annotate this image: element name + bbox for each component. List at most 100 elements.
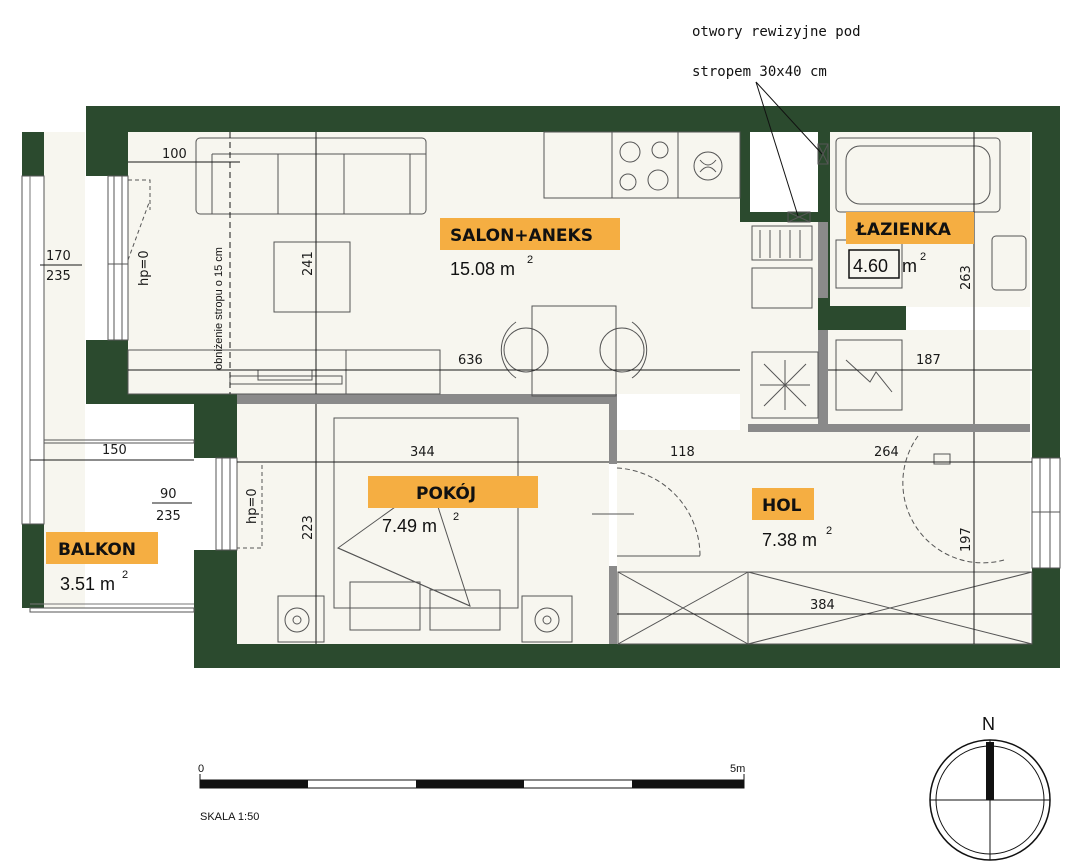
room-area-lazienka: 4.60 bbox=[853, 256, 888, 276]
dimension-labels: 100 241 636 187 263 344 118 264 150 223 … bbox=[102, 147, 974, 613]
kitchen-appliances bbox=[751, 225, 819, 419]
inner-wall-kitchen-bottom bbox=[748, 424, 1030, 432]
tv-cabinet bbox=[127, 349, 441, 395]
room-hol: HOL 7.38 m 2 bbox=[752, 488, 832, 550]
room-area-lazienka-unit: m bbox=[902, 256, 917, 276]
wall-top bbox=[86, 106, 1060, 132]
wall-left-top bbox=[86, 106, 128, 176]
outer-walls bbox=[22, 106, 1060, 668]
dimension-lines bbox=[30, 132, 1032, 644]
side-speakers bbox=[277, 595, 573, 643]
dim-263: 263 bbox=[959, 265, 974, 290]
window2-width: 90 bbox=[160, 487, 177, 502]
dim-150: 150 bbox=[102, 443, 127, 458]
wall-left-mid bbox=[86, 340, 128, 394]
floor-pokoj bbox=[237, 404, 609, 644]
inner-wall-hall-side bbox=[818, 330, 828, 424]
dim-100: 100 bbox=[162, 147, 187, 162]
compass-needle bbox=[986, 742, 994, 800]
wall-kitchen-top bbox=[740, 132, 750, 222]
dim-384: 384 bbox=[810, 598, 835, 613]
room-area-balkon-sup: 2 bbox=[122, 569, 128, 581]
kitchen-counter bbox=[543, 131, 741, 199]
room-label-lazienka: ŁAZIENKA bbox=[855, 220, 952, 240]
furniture bbox=[127, 131, 1033, 645]
scale-bar: 0 5m SKALA 1:50 bbox=[198, 763, 745, 823]
room-label-balkon: BALKON bbox=[58, 540, 136, 560]
window-pokoj bbox=[215, 457, 263, 551]
wall-pokoj-left-top bbox=[194, 394, 237, 458]
note-line-1: otwory rewizyjne pod bbox=[692, 24, 861, 40]
ceiling-lowering-note: obniżenie stropu o 15 cm bbox=[213, 247, 225, 370]
room-labels: SALON+ANEKS 15.08 m 2 ŁAZIENKA 4.60 m 2 … bbox=[46, 212, 974, 594]
sofa bbox=[195, 137, 427, 215]
floor-corridor bbox=[830, 330, 1030, 430]
inner-wall-pokoj-right-bottom bbox=[609, 566, 617, 644]
dim-118: 118 bbox=[670, 445, 695, 460]
room-balkon: BALKON 3.51 m 2 bbox=[46, 532, 158, 594]
north-compass: N bbox=[929, 714, 1051, 861]
window-labels: 170 235 90 235 hp=0 hp=0 bbox=[46, 249, 260, 524]
note-line-2: stropem 30x40 cm bbox=[692, 64, 827, 80]
scale-end: 5m bbox=[730, 763, 745, 775]
dim-264: 264 bbox=[874, 445, 899, 460]
room-area-lazienka-sup: 2 bbox=[920, 251, 926, 263]
compass-north-label: N bbox=[982, 714, 995, 734]
room-area-salon: 15.08 m bbox=[450, 259, 515, 279]
doors bbox=[592, 435, 1005, 564]
room-lazienka: ŁAZIENKA 4.60 m 2 bbox=[846, 212, 974, 279]
room-area-balkon: 3.51 m bbox=[60, 574, 115, 594]
room-area-hol: 7.38 m bbox=[762, 530, 817, 550]
dining-set bbox=[500, 305, 648, 397]
room-area-salon-sup: 2 bbox=[527, 254, 533, 266]
wall-left-corner bbox=[86, 394, 237, 404]
room-area-pokoj-sup: 2 bbox=[453, 511, 459, 523]
label-bg-pokoj bbox=[368, 476, 538, 508]
wall-pokoj-left-bottom bbox=[194, 550, 237, 668]
inner-wall-bath-side bbox=[818, 222, 828, 298]
label-bg-salon bbox=[440, 218, 620, 250]
inner-walls bbox=[237, 222, 1030, 644]
label-bg-balkon bbox=[46, 532, 158, 564]
window1-height: 235 bbox=[46, 269, 71, 284]
hall-wardrobe bbox=[835, 339, 903, 411]
inner-wall-pokoj-top bbox=[237, 394, 617, 404]
wall-right-upper bbox=[1032, 106, 1060, 458]
dim-223: 223 bbox=[301, 515, 316, 540]
window2-sill: hp=0 bbox=[245, 488, 260, 524]
room-label-pokoj: POKÓJ bbox=[416, 482, 476, 504]
dim-241: 241 bbox=[301, 251, 316, 276]
coffee-table bbox=[273, 241, 351, 313]
room-label-salon: SALON+ANEKS bbox=[450, 226, 593, 246]
window1-width: 170 bbox=[46, 249, 71, 264]
note-leader-1 bbox=[755, 81, 823, 155]
window-hol bbox=[1031, 457, 1061, 569]
inner-wall-pokoj-right-top bbox=[609, 394, 617, 464]
label-bg-lazienka bbox=[846, 212, 974, 244]
window1-sill: hp=0 bbox=[137, 250, 152, 286]
bed bbox=[333, 417, 519, 631]
inspection-note: otwory rewizyjne pod stropem 30x40 cm bbox=[692, 24, 861, 217]
room-area-hol-sup: 2 bbox=[826, 525, 832, 537]
windows bbox=[21, 175, 1061, 613]
floor-hol bbox=[617, 430, 1030, 644]
note-leader-2 bbox=[755, 81, 799, 217]
dim-197: 197 bbox=[959, 527, 974, 552]
window2-height: 235 bbox=[156, 509, 181, 524]
room-salon: SALON+ANEKS 15.08 m 2 bbox=[440, 218, 620, 279]
wall-kitchen-ledge bbox=[740, 212, 818, 222]
wall-balcony-bottom bbox=[22, 524, 44, 608]
wall-balcony-top bbox=[22, 132, 44, 176]
hall-storage bbox=[617, 571, 1033, 645]
area-box-lazienka bbox=[848, 249, 900, 279]
floor-areas bbox=[30, 132, 1030, 644]
scale-label: SKALA 1:50 bbox=[200, 811, 259, 823]
wall-bottom bbox=[194, 644, 1060, 668]
room-pokoj: POKÓJ 7.49 m 2 bbox=[368, 476, 538, 536]
window-salon bbox=[107, 175, 151, 341]
room-area-pokoj: 7.49 m bbox=[382, 516, 437, 536]
dim-187: 187 bbox=[916, 353, 941, 368]
scale-start: 0 bbox=[198, 763, 204, 775]
